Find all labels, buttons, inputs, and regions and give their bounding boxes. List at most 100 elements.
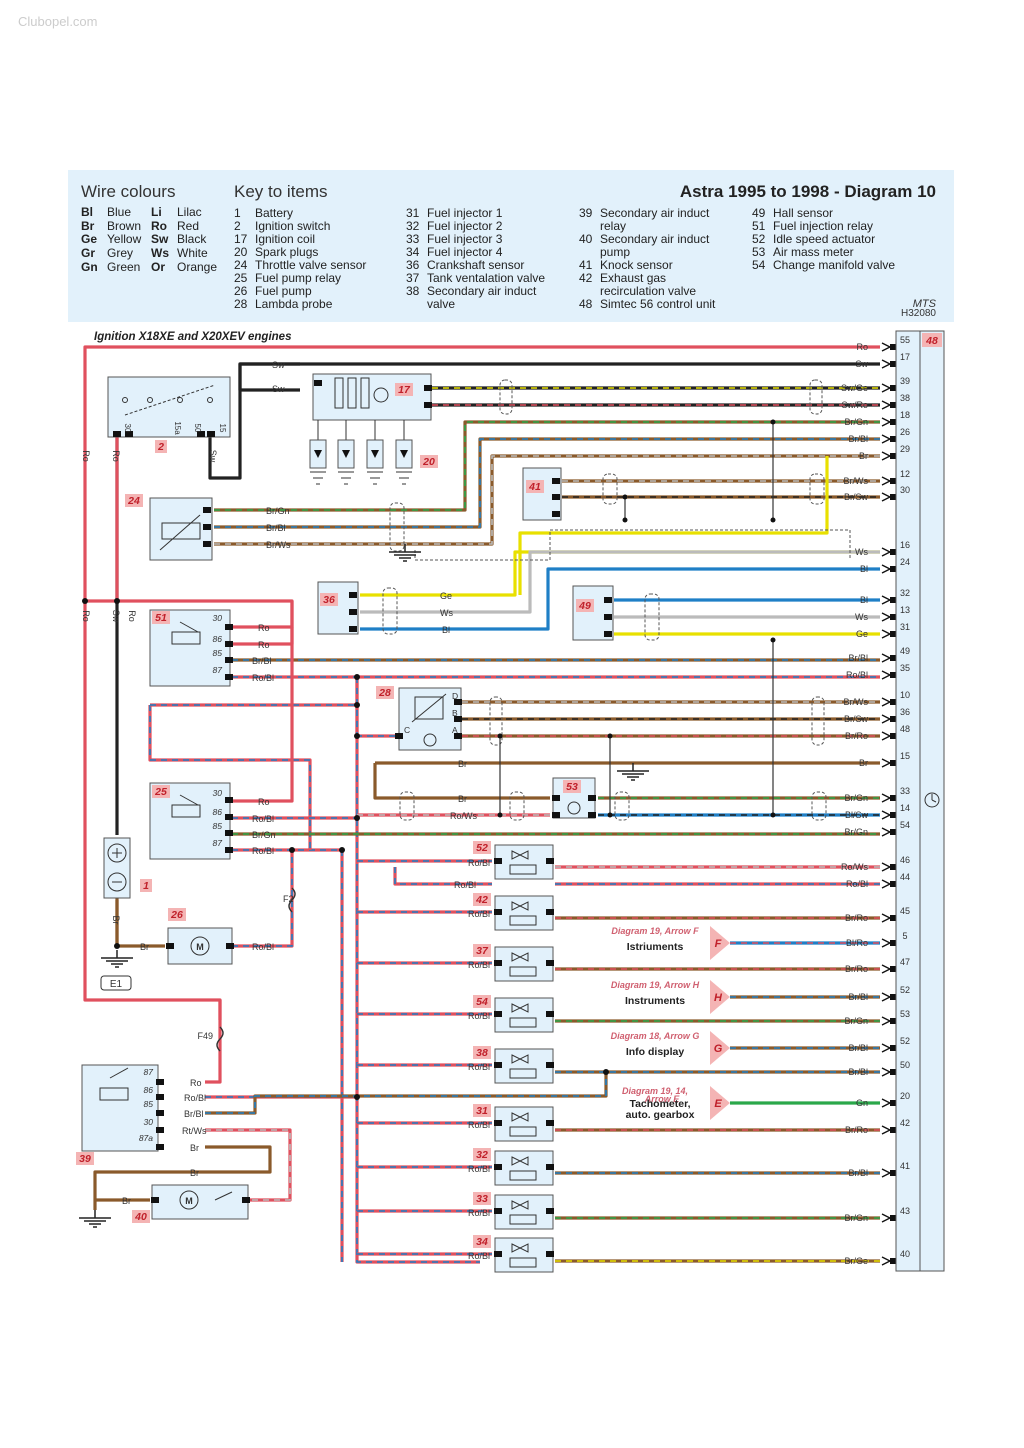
valve-connector: [494, 1120, 502, 1126]
ecu-pin-arrow: [881, 595, 892, 605]
component-badge-bg: [526, 480, 544, 493]
relay-connector: [225, 830, 233, 836]
ecu-badge: 48: [925, 335, 938, 347]
wire-colour-name: Grey: [107, 246, 134, 261]
valve-symbol-icon: [511, 901, 529, 911]
wire-label: Ro/Bl: [252, 673, 274, 683]
ecu-pin-wire-label: Br/Bl: [848, 434, 868, 444]
wire-br-26: [115, 900, 165, 948]
key-item: relay: [579, 220, 740, 233]
diagram-code: MTS H32080: [900, 298, 936, 319]
component-badge-bg: [473, 1148, 491, 1161]
ecu-pin-number: 44: [900, 872, 910, 882]
switch-terminal-label: 30: [123, 424, 132, 433]
junction-dot: [289, 847, 295, 853]
ecu-pin-socket: [890, 436, 896, 442]
coil-connector: [424, 385, 432, 391]
key-item-text: Hall sensor: [773, 206, 834, 220]
ecu-pin-arrow: [881, 476, 892, 486]
switch-contact: [147, 397, 153, 403]
ecu-pin-number: 48: [900, 724, 910, 734]
component-badge-bg: [576, 599, 594, 612]
lambda-element: [414, 696, 444, 720]
wire-brbl-39-stripe: [205, 1072, 607, 1114]
wire-label: Br: [190, 1168, 199, 1178]
component-badge: 37: [476, 945, 489, 957]
valve-connector: [494, 858, 502, 864]
valve-wire-label: Ro/Bl: [468, 1164, 490, 1174]
ecu-pin-socket: [890, 795, 896, 801]
relay-terminal-label: 85: [144, 1099, 154, 1109]
ecu-pin-socket: [890, 1045, 896, 1051]
key-item-text: Lambda probe: [255, 297, 333, 311]
component-badge: 32: [476, 1149, 488, 1161]
wire-sw-ign: [208, 362, 300, 480]
ignition-switch: [107, 376, 231, 438]
switch-linkage: [124, 384, 216, 416]
crank-connector: [349, 592, 357, 598]
wire-label: Br/Bl: [184, 1109, 204, 1119]
ecu-pin-arrow: [881, 400, 892, 410]
battery-plus-icon: [107, 843, 127, 863]
ecu-pin-arrow: [881, 451, 892, 461]
ecu-pin-arrow: [881, 564, 892, 574]
wire-label: Bl: [442, 625, 450, 635]
lambda-heater-icon: [423, 733, 437, 747]
key-title: Key to items: [234, 182, 328, 201]
key-item-text: Fuel injector 2: [427, 219, 503, 233]
knock-connector: [552, 494, 560, 500]
ign-connector: [125, 431, 133, 437]
ecu-pin-strip: [895, 330, 921, 1272]
air-pump-motor-icon: [179, 1190, 199, 1210]
wire-colours-title: Wire colours: [81, 182, 176, 201]
key-item-number: 52: [752, 232, 766, 246]
injector-valve: [494, 844, 554, 880]
wire-colour-name: Blue: [107, 205, 132, 219]
ecu-pin-number: 17: [900, 352, 910, 362]
valve-coil: [509, 1170, 537, 1181]
coil-winding: [334, 377, 344, 409]
key-item-number: 26: [234, 284, 248, 298]
wire-label: Br: [458, 759, 467, 769]
secondary-air-pump: [151, 1184, 249, 1220]
wire-label: Ro/Bl: [184, 1093, 206, 1103]
key-item-text: Change manifold valve: [773, 258, 896, 272]
wire-label: Br/Bl: [252, 656, 272, 666]
ecu-pin-arrow: [881, 629, 892, 639]
ecu-pin-socket: [890, 915, 896, 921]
ecu-pin-number: 26: [900, 427, 910, 437]
signal-arrow-letter: F: [715, 938, 722, 950]
key-item-number: 17: [234, 232, 248, 246]
ecu-pin-number: 49: [900, 646, 910, 656]
junction-dot: [770, 637, 776, 643]
signal-arrow-letter: E: [714, 1098, 722, 1110]
ecu-pin-wire-label: Br/Bl: [848, 653, 868, 663]
ecu-clock-icon: [924, 792, 940, 808]
ecu-pin-arrow: [881, 758, 892, 768]
valve-wire-label: Ro/Bl: [468, 1120, 490, 1130]
lambda-connector: [454, 699, 462, 705]
valve-symbol-icon: [511, 1054, 529, 1064]
wire-label: Br/Ws: [266, 540, 291, 550]
shield-loop: [809, 473, 825, 505]
ground-label: E1: [110, 979, 123, 990]
ecu-pin-socket: [890, 549, 896, 555]
ecu-pin-arrow: [881, 1067, 892, 1077]
component-badge-bg: [473, 1235, 491, 1248]
ecu-pin-socket: [890, 812, 896, 818]
key-item-number: 2: [234, 219, 241, 233]
wire-colour-abbr: Bl: [81, 205, 93, 219]
component-badge-bg: [563, 780, 581, 793]
valve-connector: [546, 1062, 554, 1068]
key-item-number: 54: [752, 258, 766, 272]
relay-terminal-label: 86: [144, 1085, 154, 1095]
battery: [103, 837, 131, 899]
relay-terminal-label: 86: [213, 634, 223, 644]
shield-line: [414, 529, 851, 561]
